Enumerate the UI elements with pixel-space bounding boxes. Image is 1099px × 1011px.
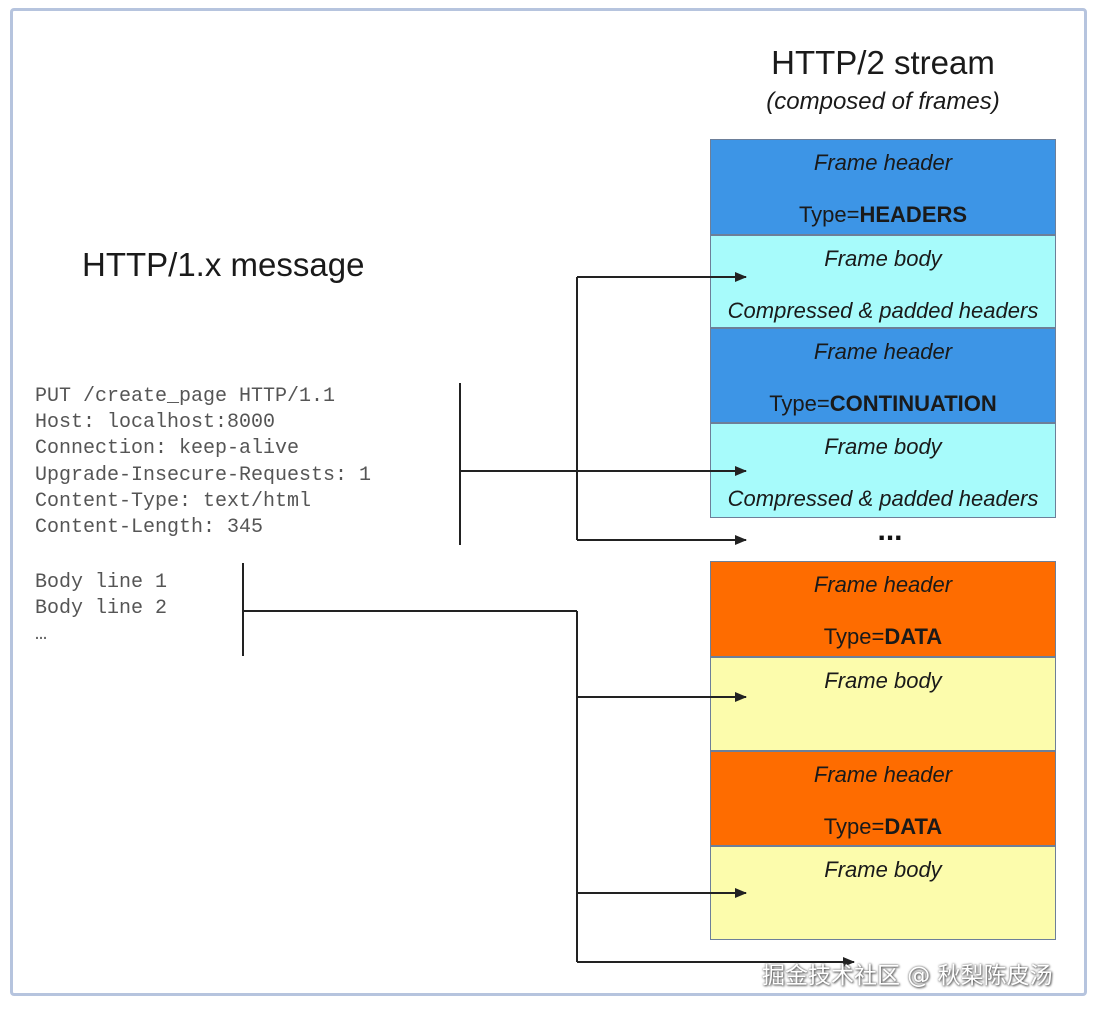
header-line-upgrade: Upgrade-Insecure-Requests: 1 [35, 464, 372, 487]
frame-type-label: Type=DATA [711, 624, 1055, 650]
frame-body-label: Frame body [824, 668, 942, 693]
body-line-2: Body line 2 [35, 597, 168, 620]
http1-title: HTTP/1.x message [82, 246, 365, 283]
body-line-ellipsis: … [35, 623, 48, 646]
frame-header-label: Frame header [813, 150, 953, 175]
frame-body-label: Frame body [824, 246, 942, 271]
frame-type-prefix: Type= [823, 814, 885, 839]
header-line-content-type: Content-Type: text/html [35, 490, 312, 513]
frame-body-label: Frame body [824, 857, 942, 882]
frame-body-headers: Frame body Compressed & padded headers [710, 235, 1056, 328]
frame-header-continuation: Frame header Type=CONTINUATION [710, 328, 1056, 423]
frame-body-data-1: Frame body [710, 657, 1056, 751]
frame-type-label: Type=CONTINUATION [711, 391, 1055, 417]
frame-header-label: Frame header [813, 339, 953, 364]
frame-header-data-2: Frame header Type=DATA [710, 751, 1056, 846]
body-line-1: Body line 1 [35, 571, 168, 594]
frame-header-label: Frame header [813, 762, 953, 787]
http2-subtitle: (composed of frames) [766, 88, 1000, 115]
header-line-connection: Connection: keep-alive [35, 437, 300, 460]
frame-type-label: Type=DATA [711, 814, 1055, 840]
frame-body-desc: Compressed & padded headers [727, 298, 1039, 323]
frame-type-prefix: Type= [798, 202, 860, 227]
header-line-content-length: Content-Length: 345 [35, 516, 264, 539]
frame-body-continuation: Frame body Compressed & padded headers [710, 423, 1056, 518]
http2-title: HTTP/2 stream [771, 44, 995, 81]
frame-header-headers: Frame header Type=HEADERS [710, 139, 1056, 235]
frame-header-data-1: Frame header Type=DATA [710, 561, 1056, 657]
frame-type-prefix: Type= [769, 391, 830, 416]
frame-type-label: Type=HEADERS [711, 202, 1055, 228]
frame-body-label: Frame body [824, 434, 942, 459]
frame-body-desc: Compressed & padded headers [727, 486, 1039, 511]
frame-type-value: DATA [884, 814, 943, 839]
frame-type-prefix: Type= [823, 624, 885, 649]
frame-body-data-2: Frame body [710, 846, 1056, 940]
header-line-host: Host: localhost:8000 [35, 411, 276, 434]
frame-type-value: HEADERS [859, 202, 968, 227]
frame-type-value: DATA [884, 624, 943, 649]
header-line-request: PUT /create_page HTTP/1.1 [35, 385, 336, 408]
frame-header-label: Frame header [813, 572, 953, 597]
stream-ellipsis: ... [877, 514, 903, 547]
watermark-text: 掘金技术社区 @ 秋梨陈皮汤 [762, 963, 1053, 989]
frame-type-value: CONTINUATION [829, 391, 997, 416]
